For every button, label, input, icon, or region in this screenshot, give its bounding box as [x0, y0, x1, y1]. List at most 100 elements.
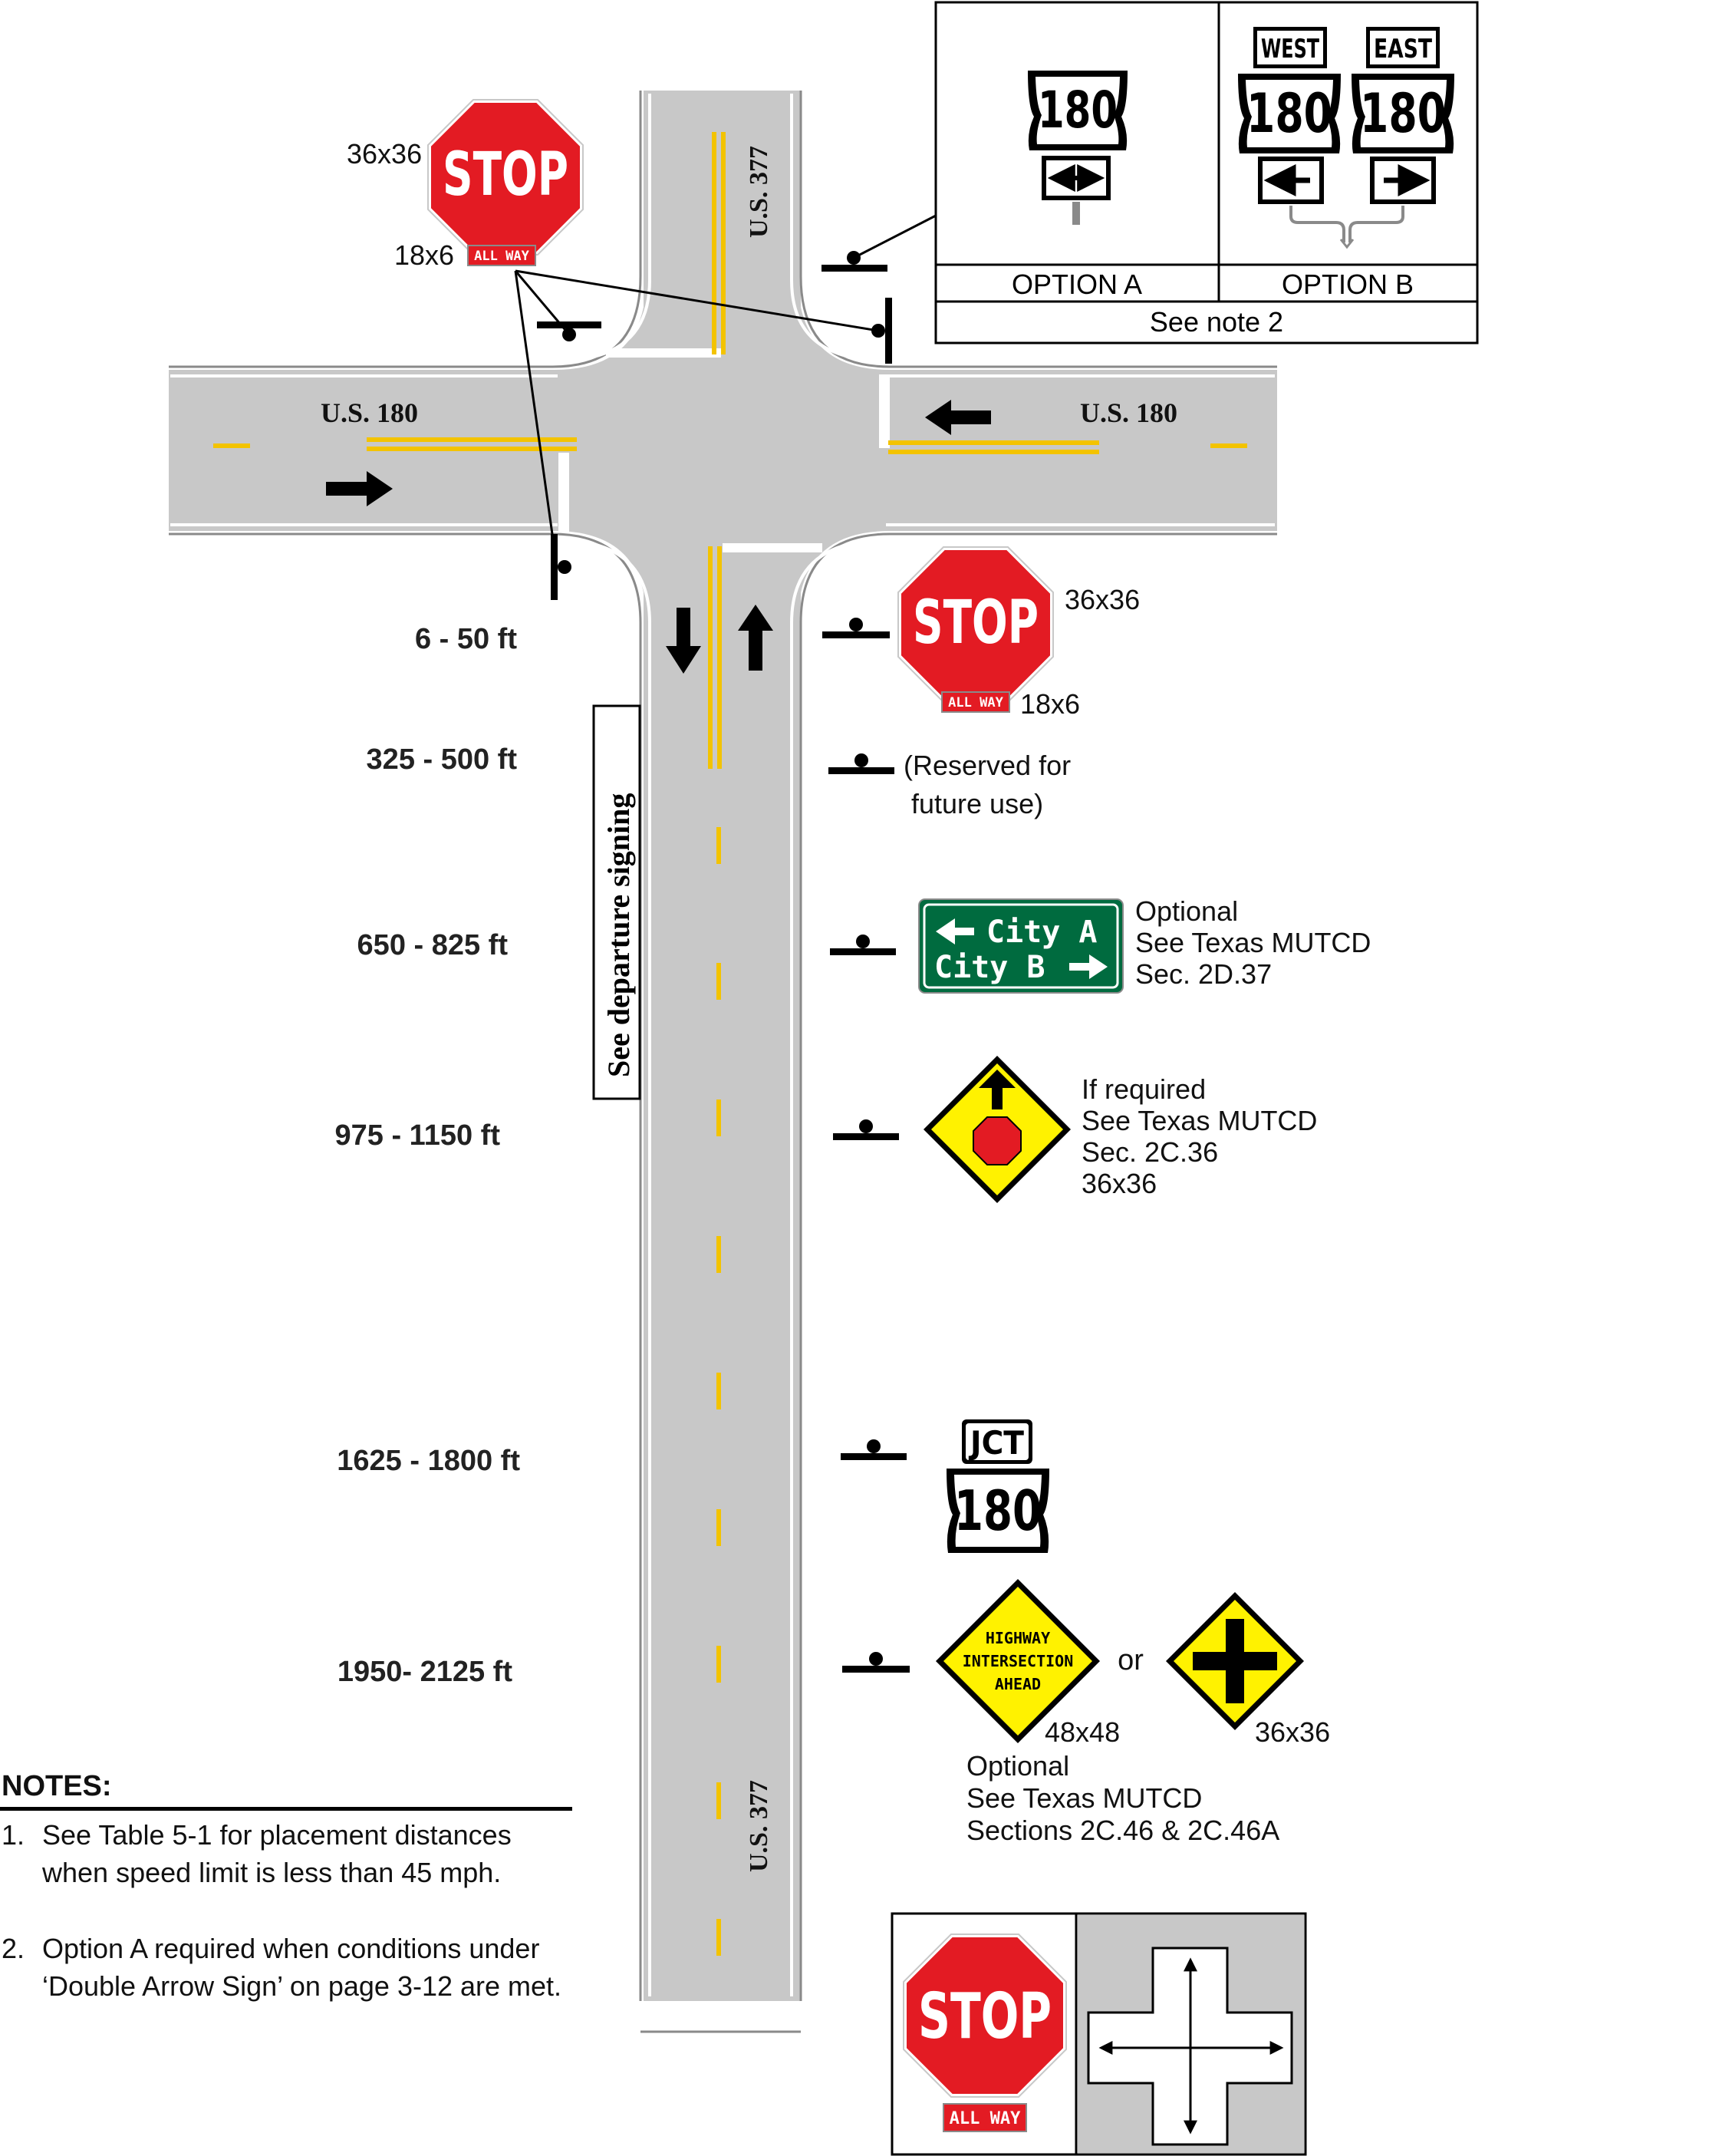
lane-arrow-west-icon [925, 400, 991, 435]
distance-row-4: 975 - 1150 ft [335, 1119, 501, 1152]
guide-city-b: City B [934, 950, 1045, 985]
dash-south-2 [716, 963, 721, 1000]
row6-size-a: 48x48 [1045, 1716, 1120, 1748]
stop-ahead-octagon-icon [973, 1116, 1022, 1165]
post-ne-1 [821, 251, 887, 272]
all-way-stop-legend: STOP ALL WAY [891, 1912, 1307, 2156]
east-route-number: 180 [1360, 82, 1446, 145]
row1-allway-size: 18x6 [1020, 688, 1080, 720]
cross-road-horizontal-icon [1193, 1652, 1277, 1670]
top-stop-assembly: STOP 36x36 ALL WAY 18x6 [347, 97, 586, 271]
row6-intersection-warning: HIGHWAY INTERSECTION AHEAD or 48x48 36x3… [936, 1579, 1330, 1846]
corner-fill-sw [555, 531, 647, 623]
option-b-label: OPTION B [1282, 269, 1414, 300]
dash-south-9 [716, 1919, 721, 1956]
lane-arrow-east-icon [326, 471, 393, 506]
dash-east [1210, 443, 1247, 448]
note-1-line-1: See Table 5-1 for placement distances [42, 1819, 512, 1851]
lane-arrow-south-icon [666, 608, 701, 674]
jct-text: JCT [968, 1424, 1024, 1462]
departure-signing-label: See departure signing [601, 793, 636, 1077]
centerline-west-b [367, 447, 577, 451]
option-a-label: OPTION A [1012, 269, 1142, 300]
distance-row-5: 1625 - 1800 ft [337, 1445, 520, 1477]
centerline-south-b [717, 546, 722, 769]
distance-row-6: 1950- 2125 ft [337, 1656, 512, 1688]
warning-text-2: INTERSECTION [963, 1652, 1074, 1670]
row2-reserved: (Reserved for future use) [904, 750, 1071, 819]
stop-bar-west [558, 453, 569, 532]
legend-allway-plaque [943, 2103, 1027, 2132]
corner-fill-se [798, 531, 890, 623]
note-2-line-2: ‘Double Arrow Sign’ on page 3-12 are met… [42, 1970, 561, 2002]
options-note: See note 2 [1150, 306, 1283, 338]
row4-note-3: Sec. 2C.36 [1082, 1136, 1218, 1168]
note-1-line-2: when speed limit is less than 45 mph. [41, 1857, 501, 1888]
row6-or: or [1118, 1644, 1144, 1676]
row4-stop-ahead: If required See Texas MUTCD Sec. 2C.36 3… [924, 1056, 1317, 1203]
row3-note-2: See Texas MUTCD [1135, 927, 1371, 958]
dash-west [213, 443, 250, 448]
post-sw [551, 534, 571, 600]
row3-guide-sign: City A City B Optional See Texas MUTCD S… [918, 895, 1371, 994]
stop-ahead-arrow-icon [979, 1070, 1016, 1109]
row2-note-1: (Reserved for [904, 750, 1071, 781]
centerline-east-a [888, 440, 1099, 445]
legend-stop-text: STOP [918, 1980, 1052, 2053]
dash-south-3 [716, 1099, 721, 1136]
centerline-south-a [708, 546, 713, 769]
legend-allway-text: ALL WAY [950, 2109, 1021, 2128]
top-allway-text: ALL WAY [474, 249, 529, 264]
top-stop-text: STOP [443, 140, 568, 209]
jct-route-number: 180 [954, 1479, 1042, 1543]
row1-stop-text: STOP [913, 588, 1039, 658]
road-network: U.S. 377 U.S. 377 U.S. 180 U.S. 180 [169, 91, 1277, 2033]
top-stop-size: 36x36 [347, 138, 422, 170]
dash-south-5 [716, 1373, 721, 1409]
row3-note-1: Optional [1135, 895, 1238, 927]
option-b-bracket [1289, 206, 1404, 242]
top-allway-size: 18x6 [394, 239, 454, 271]
route-options-box: 180 OPTION A WEST EAST 180 180 [934, 1, 1479, 344]
road-label-east: U.S. 180 [1080, 397, 1177, 428]
stop-bar-east [879, 374, 890, 448]
road-label-north: U.S. 377 [745, 146, 773, 238]
dash-south-8 [716, 1782, 721, 1819]
centerline-north-b [721, 132, 726, 354]
option-a-assembly: 180 OPTION A [1012, 71, 1142, 300]
stop-bar-south [723, 543, 822, 552]
note-2-line-1: Option A required when conditions under [42, 1933, 539, 1964]
corner-fill-nw [555, 276, 647, 370]
post-row-5 [841, 1439, 907, 1460]
top-allway-plaque [467, 245, 536, 266]
post-row-2 [828, 753, 894, 774]
post-row-6 [842, 1652, 910, 1673]
edge-line-corner-ne [790, 279, 887, 362]
centerline-north-a [712, 132, 716, 354]
notes-section: NOTES: 1. See Table 5-1 for placement di… [0, 1770, 572, 2002]
row2-note-2: future use) [911, 788, 1043, 819]
row6-note-1: Optional [966, 1750, 1069, 1782]
row4-note-1: If required [1082, 1073, 1206, 1105]
dash-south-1 [716, 827, 721, 864]
warning-text-1: HIGHWAY [986, 1629, 1050, 1647]
leader-lines [514, 213, 938, 568]
stop-bar-north [606, 348, 721, 358]
row1-allway-text: ALL WAY [948, 695, 1003, 710]
post-nw [537, 321, 601, 341]
road-fill-east-west [169, 370, 1277, 531]
row6-note-2: See Texas MUTCD [966, 1782, 1202, 1814]
east-cardinal-text: EAST [1374, 34, 1433, 64]
dash-south-4 [716, 1236, 721, 1273]
guide-city-a: City A [986, 915, 1098, 950]
west-cardinal-text: WEST [1261, 34, 1320, 64]
notes-title: NOTES: [2, 1770, 112, 1802]
warning-text-3: AHEAD [995, 1675, 1041, 1693]
departure-signing-box: See departure signing [592, 704, 641, 1100]
post-row-4 [833, 1119, 899, 1140]
west-route-number: 180 [1246, 82, 1332, 145]
row5-junction-assembly: JCT 180 [947, 1419, 1049, 1553]
row1-stop-assembly: STOP 36x36 ALL WAY 18x6 [895, 544, 1140, 720]
distance-row-3: 650 - 825 ft [357, 929, 509, 961]
